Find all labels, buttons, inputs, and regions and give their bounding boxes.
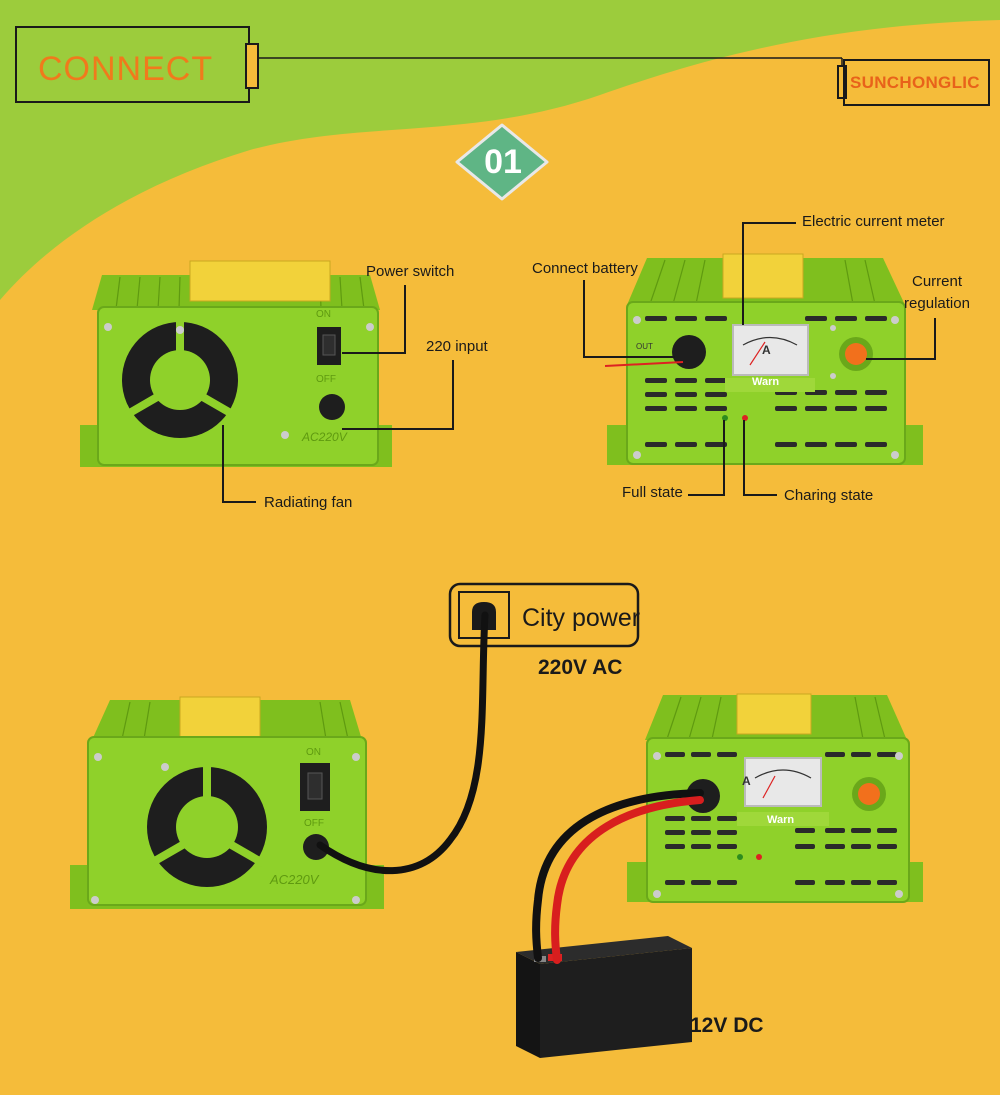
current-meter-leader-h xyxy=(742,222,796,224)
step-badge: 01 xyxy=(484,143,522,181)
battery-12v xyxy=(516,936,692,1058)
current-meter-leader xyxy=(742,223,744,325)
full-state-label: Full state xyxy=(622,484,683,501)
charing-state-leader-h xyxy=(743,494,777,496)
power-switch-leader-h xyxy=(342,352,406,354)
ac-voltage-label: 220V AC xyxy=(538,656,623,679)
switch-off-marking: OFF xyxy=(316,374,336,385)
charger-front-view-wired xyxy=(70,696,384,909)
step-badge-shape xyxy=(455,123,549,201)
current-regulation-label-line2: regulation xyxy=(904,295,970,312)
connect-battery-leader-h xyxy=(583,356,675,358)
current-regulation-leader-h xyxy=(866,358,936,360)
charing-state-leader xyxy=(743,420,745,496)
warn-marking-2: Warn xyxy=(767,814,795,826)
brand-name: SUNCHONGLIC xyxy=(850,73,980,92)
city-power-label: City power xyxy=(522,604,641,632)
radiating-fan-leader-h xyxy=(222,501,256,503)
header-frame xyxy=(15,26,990,106)
current-regulation-label-line1: Current xyxy=(911,273,963,290)
warn-marking: Warn xyxy=(752,376,780,388)
switch-on-marking-2: ON xyxy=(306,747,321,758)
ac-voltage-marking-2: AC220V xyxy=(270,872,319,887)
input-220-leader-h xyxy=(342,428,454,430)
ac-voltage-marking: AC220V xyxy=(302,430,347,444)
page-title: CONNECT xyxy=(38,50,214,88)
charing-state-label: Charing state xyxy=(784,487,874,504)
charger-rear-view-wired xyxy=(627,693,923,903)
electric-current-meter-label: Electric current meter xyxy=(802,213,945,230)
input-220-label: 220 input xyxy=(426,338,488,355)
connect-battery-leader xyxy=(583,280,585,358)
radiating-fan-leader xyxy=(222,425,224,503)
switch-on-marking: ON xyxy=(316,309,331,320)
connect-battery-label: Connect battery xyxy=(532,260,638,277)
power-switch-label: Power switch xyxy=(366,263,455,280)
full-state-leader-h xyxy=(688,494,725,496)
power-switch-leader xyxy=(404,285,406,354)
meter-unit-marking: A xyxy=(762,343,771,357)
radiating-fan-label: Radiating fan xyxy=(264,494,353,511)
meter-unit-marking-2: A xyxy=(742,774,751,788)
full-state-leader xyxy=(723,420,725,496)
switch-off-marking-2: OFF xyxy=(304,818,324,829)
charger-front-view xyxy=(80,260,392,467)
out-marking: OUT xyxy=(636,342,653,351)
current-regulation-leader xyxy=(934,318,936,360)
input-220-leader xyxy=(452,360,454,430)
dc-voltage-label: 12V DC xyxy=(690,1014,764,1037)
charger-rear-view xyxy=(605,253,923,465)
